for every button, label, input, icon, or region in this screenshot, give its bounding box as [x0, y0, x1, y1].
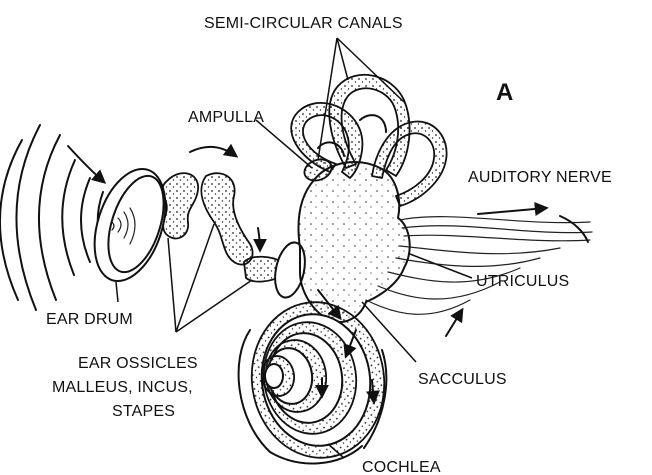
cochlea	[239, 294, 395, 467]
label-sacculus: SACCULUS	[418, 371, 507, 388]
ear-ossicles	[163, 173, 283, 281]
label-ear-ossicles-line2: MALLEUS, INCUS,	[52, 379, 193, 396]
nerve-signal-arrow	[478, 208, 546, 214]
label-ear-ossicles-line3: STAPES	[112, 403, 175, 420]
panel-letter: A	[496, 79, 513, 106]
label-utriculus: UTRICULUS	[476, 273, 569, 290]
label-auditory-nerve: AUDITORY NERVE	[468, 169, 612, 186]
sound-waves	[0, 125, 104, 310]
label-ampulla: AMPULLA	[188, 109, 264, 126]
label-ear-ossicles-line1: EAR OSSICLES	[78, 355, 198, 372]
cochlear-nerve-arrow	[446, 310, 462, 336]
vestibule	[299, 162, 410, 322]
label-ear-drum: EAR DRUM	[46, 311, 133, 328]
label-semicircular-canals: SEMI-CIRCULAR CANALS	[204, 15, 403, 32]
ossicle-motion-arrow	[190, 147, 236, 156]
label-cochlea: COCHLEA	[362, 459, 441, 475]
stapes-arrow	[258, 228, 260, 250]
